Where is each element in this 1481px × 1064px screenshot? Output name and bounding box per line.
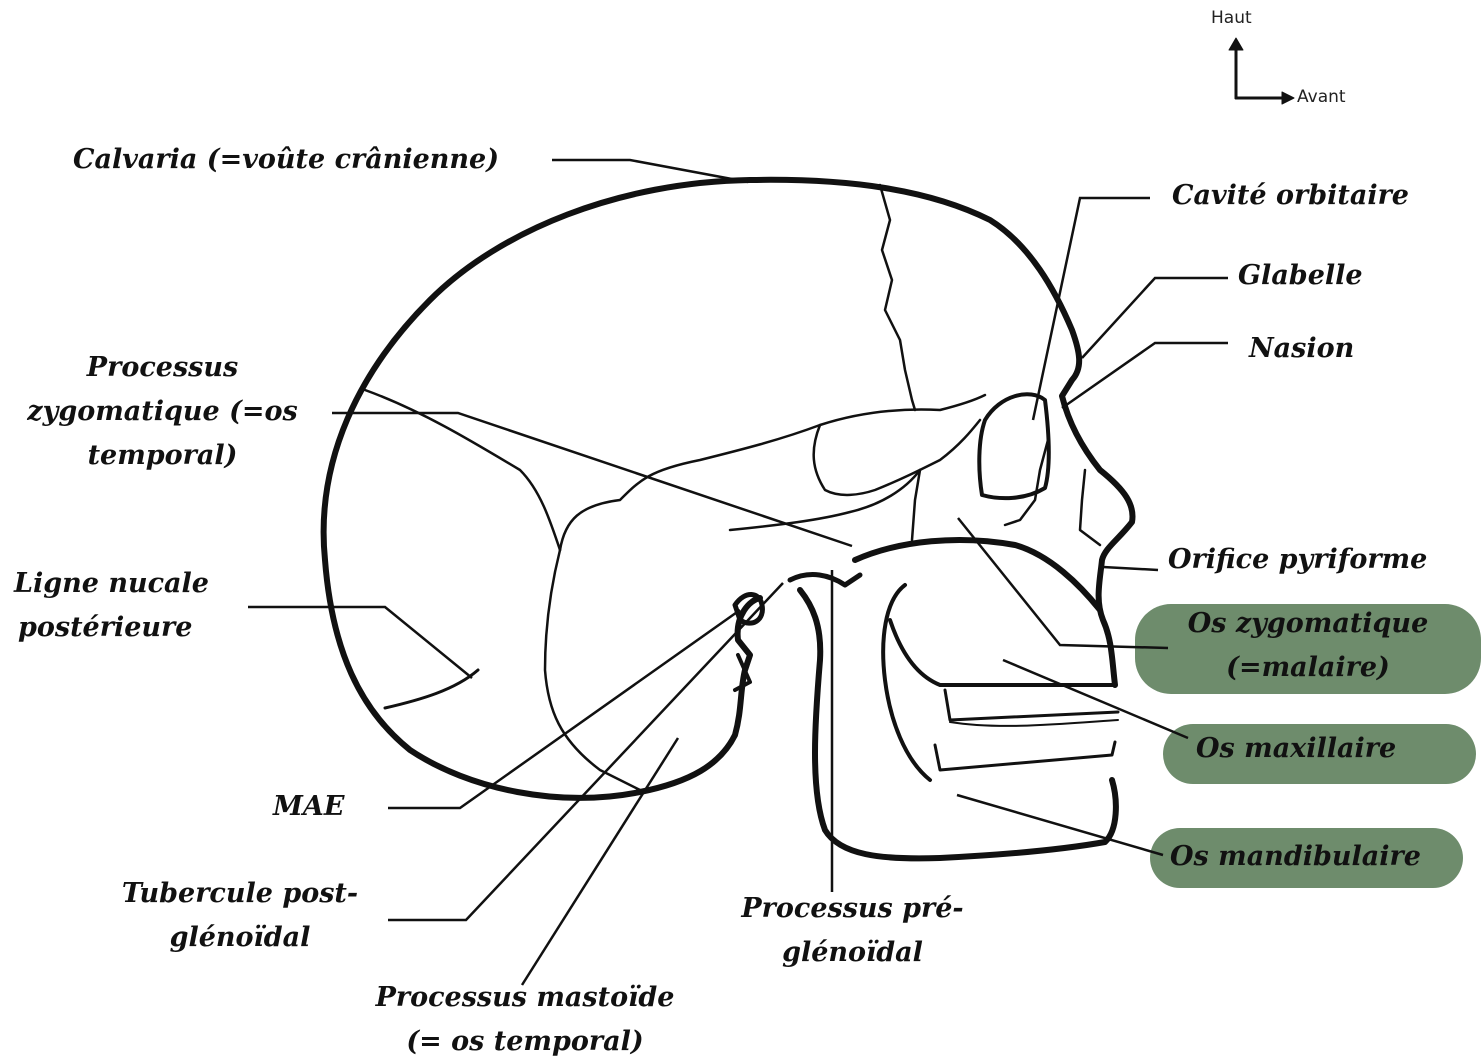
label-orifice-pyriforme: Orifice pyriforme — [1168, 538, 1427, 582]
leader-mastoide — [522, 738, 678, 985]
leader-os-zygo — [958, 518, 1168, 648]
label-mae: MAE — [273, 785, 344, 829]
label-os-zygomatique: Os zygomatique (=malaire) — [1140, 602, 1476, 690]
label-cavite-orbitaire: Cavité orbitaire — [1172, 174, 1409, 218]
label-nasion: Nasion — [1249, 327, 1354, 371]
label-processus-mastoide: Processus mastoïde (= os temporal) — [345, 976, 705, 1064]
leader-ligne-nucale — [248, 607, 472, 678]
skull-outline — [324, 180, 760, 798]
leader-lines — [248, 160, 1228, 985]
label-tubercule-post-glenoidal: Tubercule post- glénoïdal — [95, 872, 385, 960]
label-os-mandibulaire: Os mandibulaire — [1170, 835, 1421, 879]
leader-glabelle — [1082, 278, 1228, 358]
orientation-up-label: Haut — [1211, 8, 1252, 28]
label-processus-zygomatique: Processus zygomatique (=os temporal) — [0, 346, 325, 478]
orientation-arrows — [1236, 46, 1286, 98]
label-ligne-nucale: Ligne nucale postérieure — [14, 562, 209, 650]
label-glabelle: Glabelle — [1238, 254, 1363, 298]
orientation-front-label: Avant — [1297, 87, 1346, 107]
label-calvaria: Calvaria (=voûte crânienne) — [73, 138, 499, 182]
label-os-maxillaire: Os maxillaire — [1196, 727, 1396, 771]
label-processus-pre-glenoidal: Processus pré- glénoïdal — [715, 887, 990, 975]
leader-orifice — [1103, 567, 1158, 570]
